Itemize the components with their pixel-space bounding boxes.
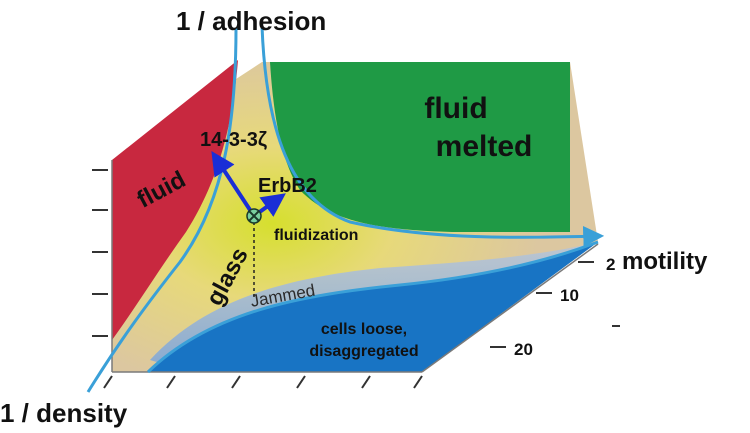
- cross-marker-icon: [246, 208, 262, 224]
- tick-label-10: 10: [560, 286, 579, 305]
- arrow-to-14-3-3: [211, 150, 256, 218]
- boundary-curve-left: [86, 27, 238, 393]
- marker-label-14-3-3: 14-3-3ζ: [200, 129, 267, 151]
- region-label-loose-1: cells loose,: [321, 321, 407, 338]
- tick-label-20: 20: [514, 340, 533, 359]
- boundary-curve-bottom: [146, 240, 599, 374]
- axis-label-adhesion: 1 / adhesion: [176, 6, 326, 36]
- left-edge-ticks: [92, 169, 108, 337]
- axis-label-motility: motility: [622, 248, 708, 275]
- axis-label-density: 1 / density: [0, 398, 128, 428]
- cells-loose-region: [148, 242, 598, 372]
- region-label-loose-2: disaggregated: [309, 343, 418, 360]
- fluid-region: [112, 60, 238, 340]
- region-label-fluidization: fluidization: [274, 227, 358, 244]
- boundary-curve-top: [260, 25, 605, 247]
- depth-edge-ticks: [490, 261, 620, 348]
- fluid-melted-region: [270, 62, 570, 232]
- tick-label-2: 2: [606, 255, 615, 274]
- region-label-fluid-melted-2: melted: [436, 130, 533, 163]
- bottom-edge-ticks: [103, 375, 423, 389]
- region-label-fluid-melted-1: fluid: [424, 92, 487, 125]
- cube-depth-edge: [421, 243, 599, 373]
- marker-label-erbb2: ErbB2: [258, 175, 317, 197]
